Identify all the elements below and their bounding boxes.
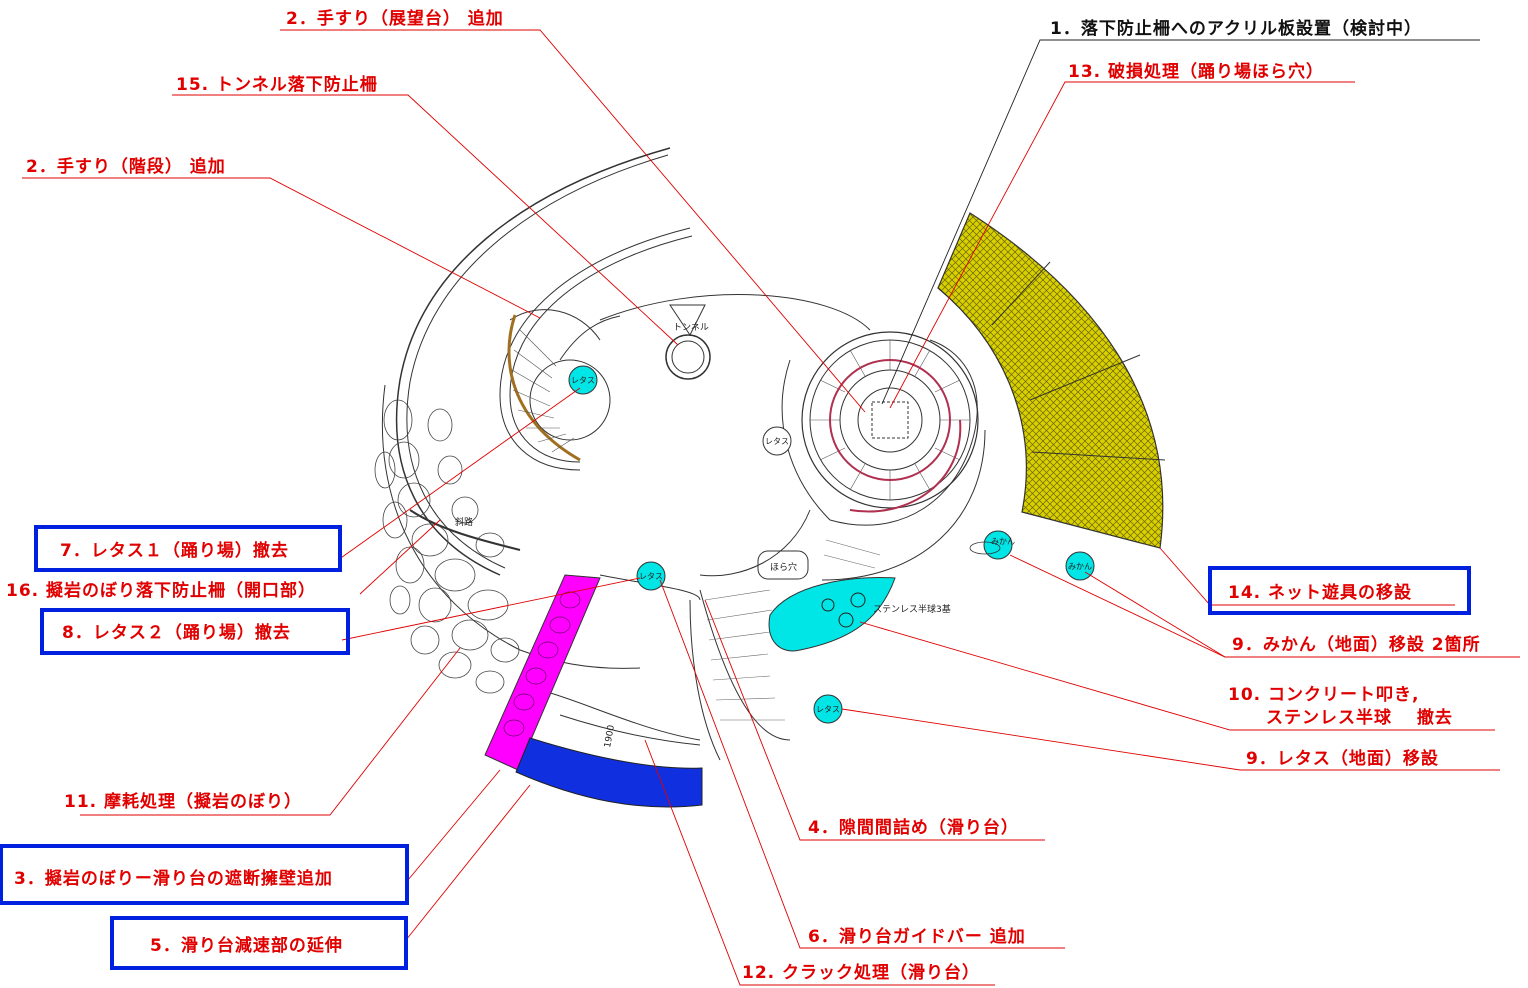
separation-wall-pink: [484, 574, 601, 771]
label-1-acrylic-panel: 1．落下防止柵へのアクリル板設置（検討中）: [1050, 18, 1422, 39]
mikan-1: みかん: [969, 530, 1015, 560]
tunnel-annotation: トンネル: [673, 322, 709, 333]
label-16-rock-fence: 16. 擬岩のぼり落下防止柵（開口部）: [6, 580, 316, 601]
concrete-slab-hemispheres: [768, 577, 896, 652]
label-9-lettuce-relocation: 9．レタス（地面）移設: [1246, 748, 1439, 769]
label-12-crack-repair: 12. クラック処理（滑り台）: [742, 962, 980, 983]
label-10-concrete-line1: 10. コンクリート叩き,: [1228, 685, 1420, 705]
label-9-mikan-relocation: 9．みかん（地面）移設 2箇所: [1232, 634, 1481, 655]
lettuce-center: レタス: [762, 426, 792, 456]
lettuce-2-label: レタス: [639, 572, 663, 581]
hemisphere-annotation: ステンレス半球3基: [873, 603, 951, 615]
label-11-wear-treatment: 11. 摩耗処理（擬岩のぼり）: [64, 791, 302, 812]
label-4-gap-filling: 4．隙間間詰め（滑り台）: [808, 817, 1019, 838]
right-spiral-stairs: [810, 340, 970, 513]
structure-outline: [381, 147, 986, 761]
label-3-separation-wall: 3．擬岩のぼりー滑り台の遮断擁壁追加: [14, 868, 333, 889]
label-6-guide-bar: 6．滑り台ガイドバー 追加: [808, 926, 1026, 947]
label-5-slide-extension: 5．滑り台減速部の延伸: [150, 935, 343, 956]
label-15-tunnel-fence: 15. トンネル落下防止柵: [176, 74, 378, 95]
pink-wall-pads: [503, 591, 581, 737]
dimension-annotation: 1900: [603, 724, 617, 749]
mikan-2-label: みかん: [1068, 562, 1092, 571]
label-2-handrail-stairs: 2．手すり（階段） 追加: [26, 156, 226, 177]
climbing-rock-stones: [374, 399, 520, 694]
lettuce-1: レタス: [568, 365, 598, 395]
mikan-2: みかん: [1065, 551, 1095, 581]
lettuce-2: レタス: [636, 561, 666, 591]
leader-line-1: [881, 39, 1480, 405]
label-8-remove-lettuce-2: 8．レタス２（踊り場）撤去: [62, 622, 291, 643]
left-spiral-stairs: [507, 314, 581, 462]
lettuce-ground: レタス: [813, 694, 843, 724]
lettuce-ground-label: レタス: [816, 705, 840, 714]
label-10-concrete-line2: ステンレス半球 撤去: [1266, 707, 1453, 728]
cave-annotation: ほら穴: [770, 561, 797, 573]
lettuce-center-label: レタス: [765, 437, 789, 446]
leader-lines: [22, 29, 1520, 986]
label-7-remove-lettuce-1: 7．レタス１（踊り場）撤去: [60, 540, 289, 561]
slide-deceleration-extension: [515, 737, 703, 808]
label-13-damage-repair: 13. 破損処理（踊り場ほら穴）: [1068, 61, 1324, 82]
highlight-boxes: [0, 525, 1471, 970]
label-14-net-relocation: 14. ネット遊具の移設: [1228, 582, 1412, 603]
net-play-equipment: [937, 212, 1166, 549]
mikan-1-label: みかん: [991, 537, 1015, 546]
label-2-handrail-observation: 2．手すり（展望台） 追加: [286, 8, 504, 29]
slope-annotation: 斜路: [455, 516, 473, 528]
lettuce-1-label: レタス: [571, 376, 595, 385]
